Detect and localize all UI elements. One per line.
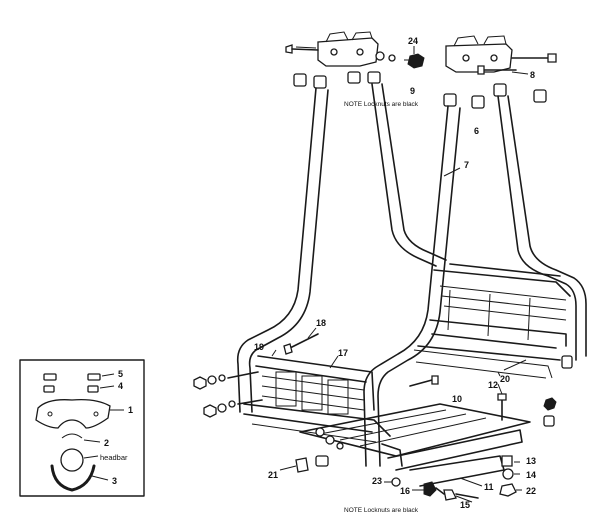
inset-callout-3: 3	[112, 476, 117, 486]
callout-15: 15	[460, 500, 470, 510]
bottom-center-hardware	[391, 477, 479, 501]
floor-platform	[299, 349, 553, 487]
callout-18: 18	[316, 318, 326, 328]
callout-22: 22	[526, 486, 536, 496]
center-bolt	[409, 375, 439, 387]
inset-callout-4: 4	[118, 381, 123, 391]
callout-21: 21	[268, 470, 278, 480]
left-top-hanger-bracket	[317, 31, 379, 67]
inset-callout-2: 2	[104, 438, 109, 448]
callout-17-seat: 17	[338, 348, 348, 358]
left-top-bolt	[285, 44, 319, 54]
callout-9: 9	[410, 86, 415, 96]
right-front-hanger-tube	[363, 105, 461, 467]
callout-20: 20	[500, 374, 510, 384]
note-bottom: NOTE Locknuts are black	[344, 507, 419, 514]
front-seat-frame	[243, 355, 391, 443]
inset-headbar-label: headbar	[100, 453, 128, 462]
callout-14: 14	[526, 470, 536, 480]
callout-23: 23	[372, 476, 382, 486]
left-front-hanger-tube	[236, 87, 329, 413]
right-side-nut	[543, 397, 557, 427]
note-top: NOTE Locknuts are black	[344, 101, 419, 108]
callout-19: 19	[254, 342, 264, 352]
callout-12: 12	[488, 380, 498, 390]
leader-lines	[271, 46, 529, 503]
left-top-washer	[375, 51, 396, 62]
rear-seat-frame	[417, 263, 573, 369]
part-24-nut	[404, 53, 425, 69]
callout-10: 10	[452, 394, 462, 404]
inset-callout-1: 1	[128, 405, 133, 415]
left-rear-hanger-tube	[371, 83, 447, 267]
callout-6: 6	[474, 126, 479, 136]
callout-7: 7	[464, 160, 469, 170]
right-rear-hanger-tube	[497, 95, 587, 361]
callout-labels: 24 8 9 6 7 18 19 17 10 12 20 21 23 16 11…	[254, 36, 536, 510]
right-top-bolt	[511, 53, 557, 63]
inset-callout-5: 5	[118, 369, 123, 379]
bottom-right-hardware	[499, 455, 517, 497]
tube-bushings	[293, 71, 547, 109]
headbar-inset: 5 4 1 2 headbar 3	[19, 359, 145, 497]
callout-16: 16	[400, 486, 410, 496]
callout-24: 24	[408, 36, 418, 46]
callout-13: 13	[526, 456, 536, 466]
part-18-bolt	[283, 333, 319, 355]
callout-8: 8	[530, 70, 535, 80]
part-8-bolt	[477, 65, 517, 75]
callout-11: 11	[484, 482, 494, 492]
left-side-hardware	[193, 371, 263, 418]
part-12-bolt	[497, 393, 507, 421]
bottom-left-hardware	[295, 427, 344, 473]
